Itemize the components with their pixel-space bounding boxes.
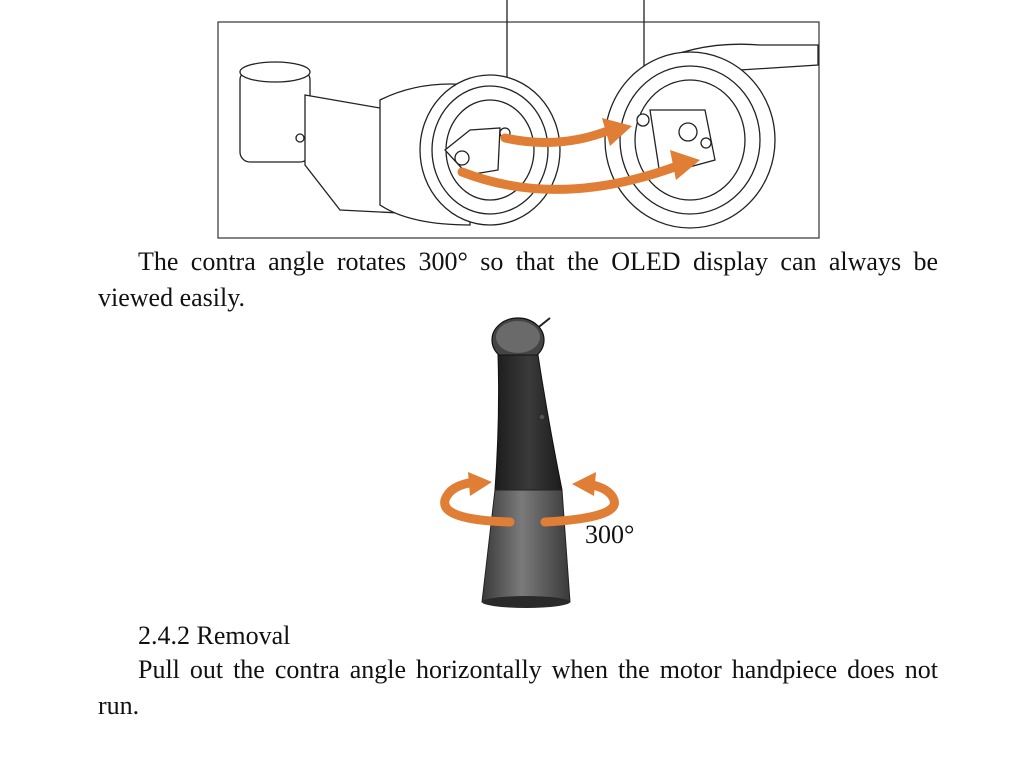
arrowhead-bottom	[670, 150, 700, 180]
handpiece-body	[494, 354, 563, 491]
removal-paragraph: Pull out the contra angle horizontally w…	[98, 652, 938, 724]
rotation-arrows	[440, 477, 619, 527]
connection-diagram	[217, 0, 820, 239]
contra-angle-drawing	[604, 43, 819, 229]
rotation-paragraph: The contra angle rotates 300° so that th…	[98, 244, 938, 316]
rotation-degree-label: 300°	[585, 520, 635, 549]
handpiece-sleeve	[481, 489, 571, 603]
rotation-arrowhead-right	[572, 472, 596, 496]
arrowhead-top	[602, 118, 632, 146]
rotation-arrowhead-left	[468, 472, 492, 496]
insertion-arrows	[457, 125, 685, 194]
removal-text: Pull out the contra angle horizontally w…	[98, 655, 938, 720]
rotation-text: The contra angle rotates 300° so that th…	[98, 247, 938, 312]
removal-heading: 2.4.2 Removal	[138, 621, 291, 650]
contra-angle-rotation-figure	[440, 317, 619, 608]
diagram-frame	[217, 21, 820, 239]
